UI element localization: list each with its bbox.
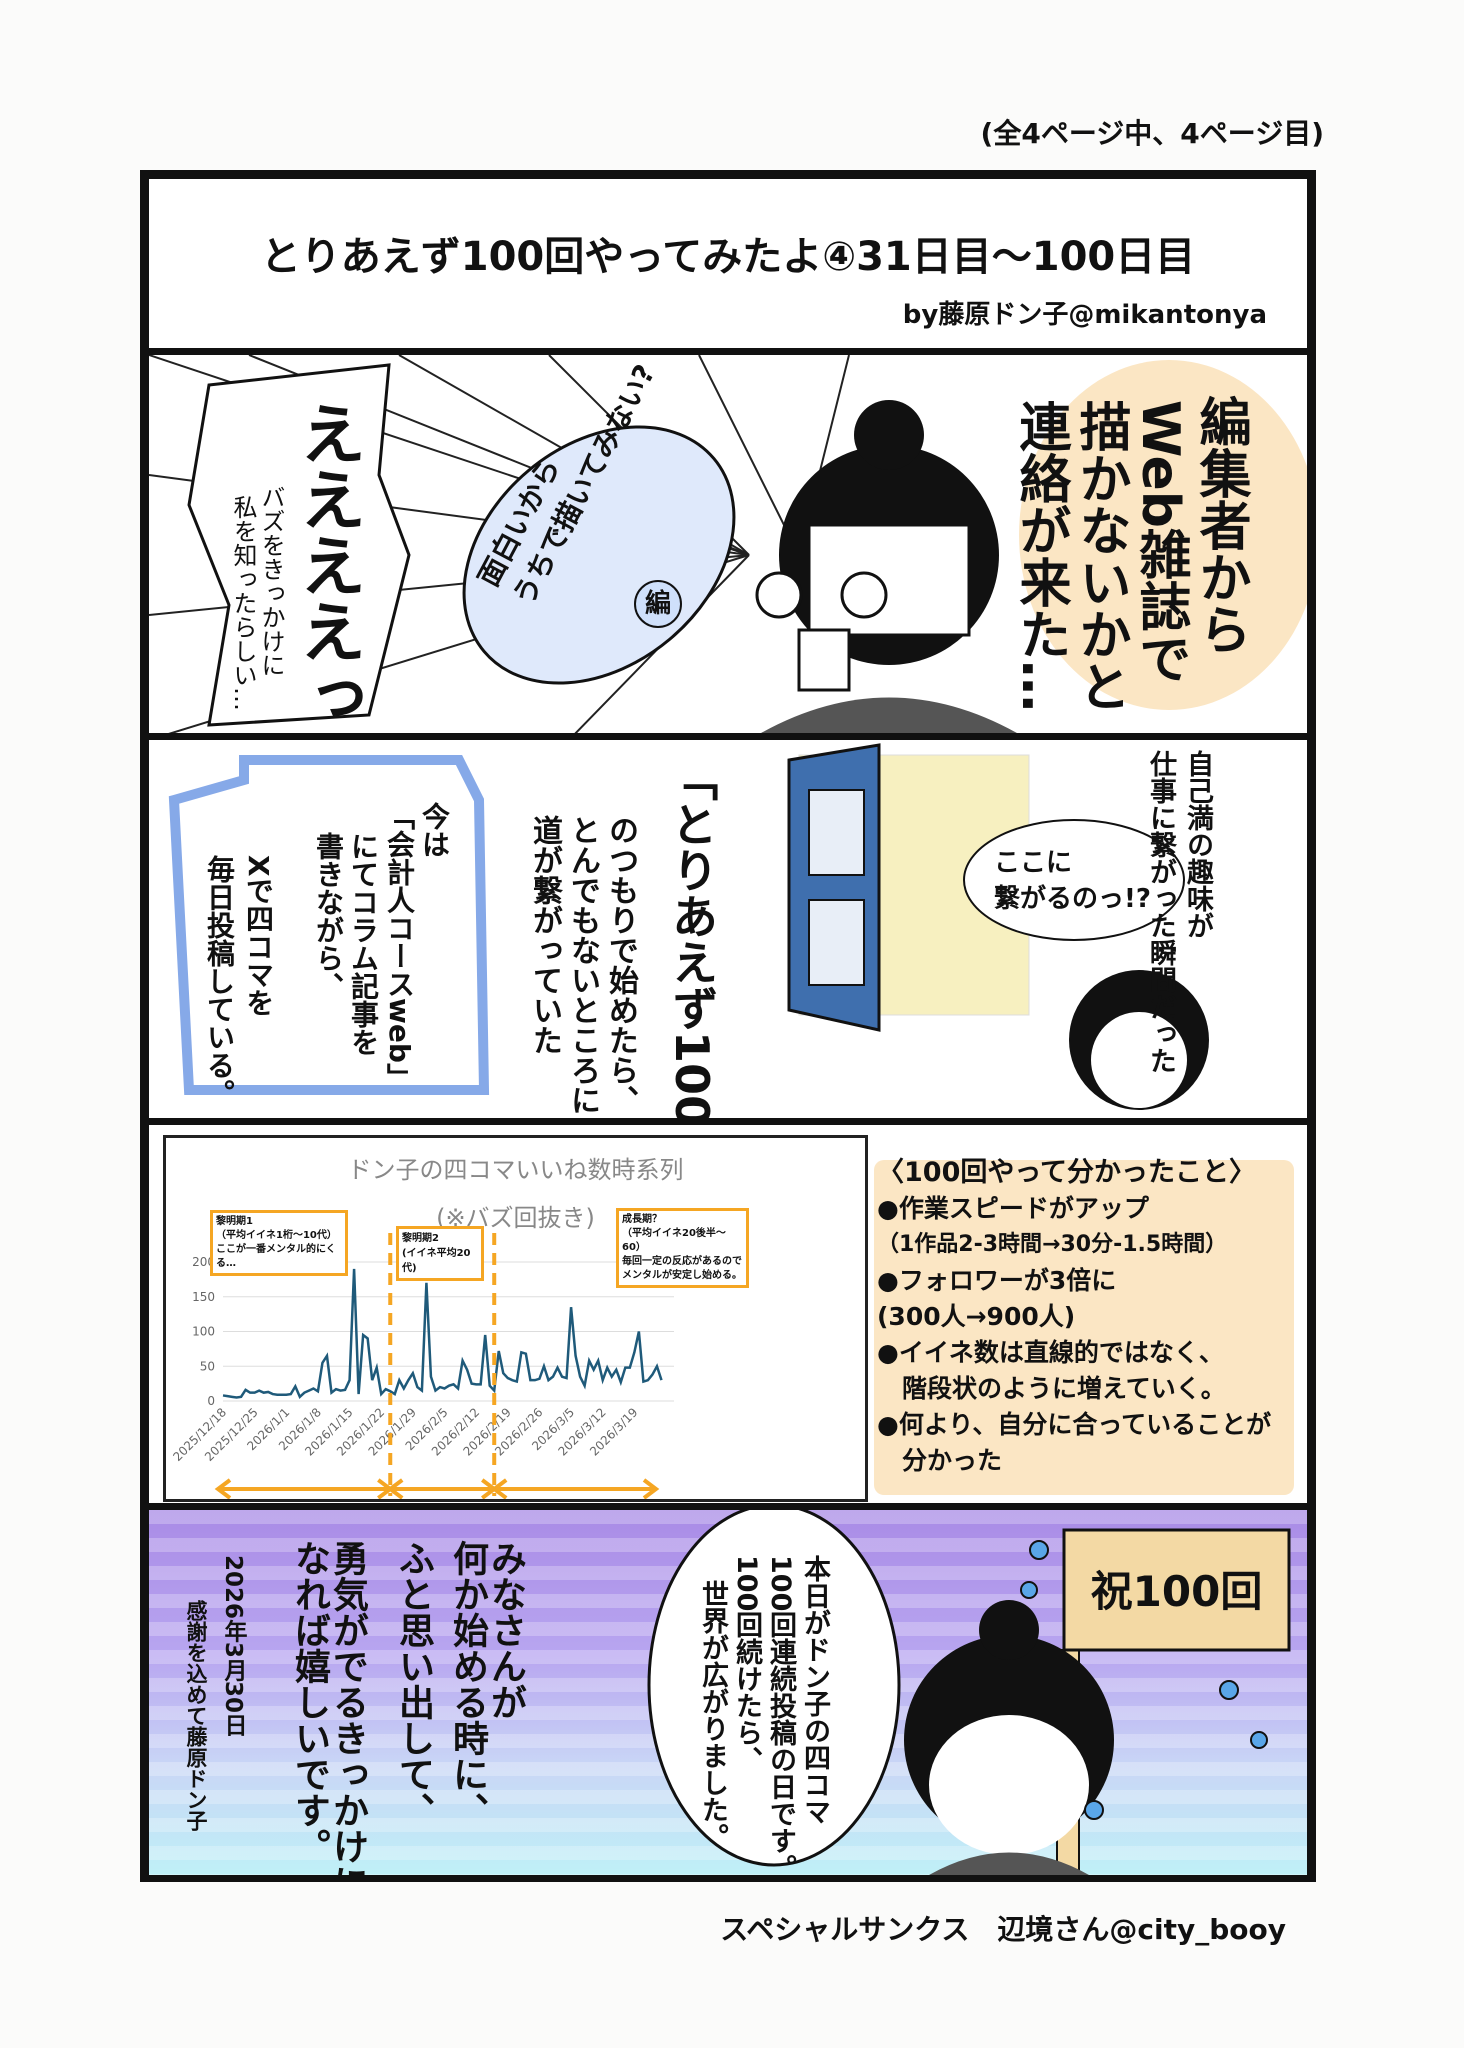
lesson-item: (300人→900人) <box>877 1302 1076 1331</box>
message-line-1: みなさんが <box>485 1540 526 1720</box>
special-thanks: スペシャルサンクス 辺境さん@city_booy <box>720 1913 1286 1946</box>
message-line-3: ふと思い出して、 <box>393 1540 434 1828</box>
arrow-head <box>214 1478 232 1499</box>
message-line-4: 勇気がでるきっかけに <box>327 1540 368 1875</box>
lessons-title: 〈100回やって分かったこと〉 <box>877 1157 1257 1188</box>
speed-lines <box>149 355 1307 733</box>
box-line-4: 書きながら、 <box>312 832 345 1000</box>
lesson-item: ●何より、自分に合っていることが <box>877 1410 1272 1439</box>
box-line-1: 今は <box>418 802 451 858</box>
narration-line-2: 仕事に繋がった瞬間だった <box>1145 750 1176 1074</box>
editor-badge-icon: 編 <box>634 580 682 628</box>
date-text: 2026年3月30日 <box>220 1555 246 1737</box>
page-indicator: (全4ページ中、4ページ目) <box>980 117 1324 150</box>
middle-line-2: とんでもないところに <box>565 815 600 1115</box>
middle-line-3: 道が繋がっていた <box>527 815 562 1055</box>
annotation-line: 成長期？ <box>622 1214 662 1225</box>
lesson-item: 階段状のように増えていく。 <box>877 1374 1226 1403</box>
annotation-line: 黎明期1 <box>216 1216 253 1227</box>
box-line-5: Xで四コマを <box>242 855 275 1017</box>
narration-3: 描かないかと <box>1070 400 1130 712</box>
byline: by藤原ドン子@mikantonya <box>902 300 1267 330</box>
lesson-item: 分かった <box>877 1446 1003 1475</box>
arrow-head <box>490 1478 508 1499</box>
lesson-item: （1作品2-3時間→30分-1.5時間） <box>877 1232 1228 1257</box>
aside-line-2: 私を知ったらしい… <box>229 495 257 711</box>
door-illustration <box>168 743 1209 1110</box>
narration-2: Web雑誌で <box>1130 400 1190 684</box>
lesson-item: ●作業スピードがアップ <box>877 1194 1149 1223</box>
thanks-text: 感謝を込めて藤原ドン子 <box>184 1600 208 1831</box>
message-line-5: なれば嬉しいです。 <box>289 1540 330 1864</box>
annotation-dawn-2: 黎明期2 (イイネ平均20代) <box>396 1226 484 1281</box>
chart-title: ドン子の四コマいいね数時系列 <box>347 1156 684 1184</box>
title-panel: とりあえず100回やってみたよ④31日目〜100日目 by藤原ドン子@mikan… <box>149 179 1307 355</box>
annotation-line: ここが一番メンタル的にくる… <box>216 1244 336 1269</box>
narration-1: 編集者から <box>1190 395 1250 655</box>
y-tick-label: 50 <box>200 1359 215 1373</box>
y-tick-label: 200 <box>192 1255 215 1269</box>
message-line-2: 何か始める時に、 <box>447 1540 488 1828</box>
comic-frame: とりあえず100回やってみたよ④31日目〜100日目 by藤原ドン子@mikan… <box>140 170 1316 1882</box>
y-tick-label: 100 <box>192 1325 215 1339</box>
lessons-panel <box>874 1160 1294 1495</box>
likes-series-line <box>222 1268 663 1399</box>
annotation-line: 毎回一定の反応があるので <box>622 1256 742 1267</box>
annotation-growth: 成長期？ （平均イイネ20後半〜60） 毎回一定の反応があるので メンタルが安定… <box>616 1208 749 1288</box>
box-line-2: 「会計人コースweb」 <box>383 802 416 1091</box>
lessons-list: 〈100回やって分かったこと〉 ●作業スピードがアップ （1作品2-3時間→30… <box>877 1155 1271 1479</box>
bubble-line-3: 100回続けたら、 <box>731 1555 762 1774</box>
panel-4: 祝100回 本日がドン子の四コマ 100回連続投稿の日です。 100回続けたら、… <box>149 1510 1307 1875</box>
chart-plot: 0501001502002025/12/182025/12/252026/1/1… <box>170 1233 674 1499</box>
narration-line-1: 自己満の趣味が <box>1182 750 1213 939</box>
bubble-line-1: 本日がドン子の四コマ <box>799 1555 830 1825</box>
lesson-item: ●イイネ数は直線的ではなく、 <box>877 1338 1224 1367</box>
arrow-head <box>642 1478 660 1499</box>
big-quote: 「とりあえず100回」 <box>665 755 719 1125</box>
narration-4: 連絡が来た… <box>1010 400 1070 712</box>
bubble-line-4: 世界が広がりました。 <box>697 1580 728 1850</box>
thought-line-1: ここに <box>994 848 1073 878</box>
celebration-illustration <box>647 1510 1291 1875</box>
box-line-6: 毎日投稿している。 <box>203 855 236 1107</box>
middle-line-1: のつもりで始めたら、 <box>603 815 638 1115</box>
shout-text: ええええっ! <box>289 400 366 740</box>
bubble-line-2: 100回連続投稿の日です。 <box>765 1555 796 1875</box>
annotation-line: メンタルが安定し始める。 <box>622 1270 742 1281</box>
y-tick-label: 0 <box>207 1394 215 1408</box>
annotation-dawn-1: 黎明期1 （平均イイネ1桁〜10代） ここが一番メンタル的にくる… <box>210 1210 348 1276</box>
annotation-line: （平均イイネ1桁〜10代） <box>216 1230 337 1241</box>
thought-line-2: 繋がるのっ!? <box>994 884 1151 914</box>
panel-2: 自己満の趣味が 仕事に繋がった瞬間だった ここに 繋がるのっ!? 「とりあえず1… <box>149 740 1307 1125</box>
annotation-line: (イイネ平均20代) <box>402 1248 471 1274</box>
y-tick-label: 150 <box>192 1290 215 1304</box>
thought-bubble: ここに 繋がるのっ!? <box>994 845 1151 917</box>
panel-1: ええええっ! バズをきっかけに 私を知ったらしい… 面白いから うちで描いてみな… <box>149 355 1307 740</box>
aside-line-1: バズをきっかけに <box>257 485 285 677</box>
arrow-head <box>386 1478 404 1499</box>
box-line-3: にてコラム記事を <box>347 832 380 1056</box>
celebration-sign: 祝100回 <box>1090 1567 1263 1616</box>
page-title: とりあえず100回やってみたよ④31日目〜100日目 <box>260 234 1196 280</box>
annotation-line: 黎明期2 <box>402 1233 439 1244</box>
lesson-item: ●フォロワーが3倍に <box>877 1266 1117 1295</box>
annotation-line: （平均イイネ20後半〜60） <box>622 1228 726 1253</box>
